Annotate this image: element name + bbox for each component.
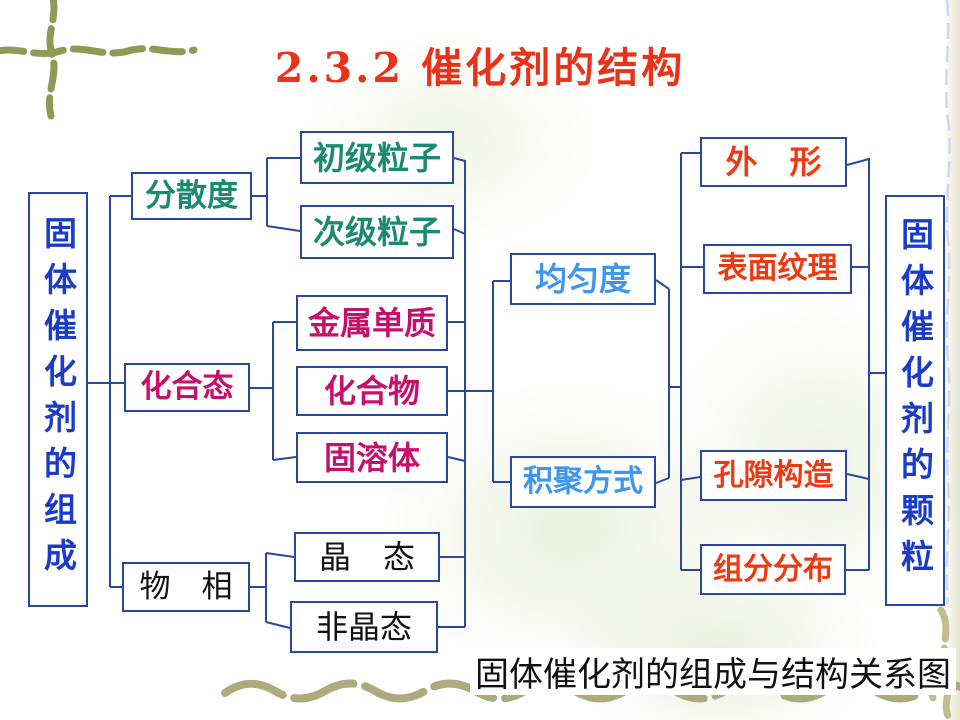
diagram-caption: 固体催化剂的组成与结构关系图 <box>470 648 956 695</box>
node-pore-structure: 孔隙构造 <box>700 450 847 501</box>
node-surface-texture: 表面纹理 <box>703 244 852 294</box>
node-crystalline: 晶 态 <box>294 532 440 582</box>
node-phase: 物 相 <box>122 562 250 612</box>
node-compound: 化合物 <box>296 366 448 416</box>
node-metal-element: 金属单质 <box>296 295 448 351</box>
right-edge-wave-line <box>945 0 951 605</box>
node-component-distribution: 组分分布 <box>700 544 846 595</box>
node-uniformity: 均匀度 <box>510 253 656 305</box>
bottom-wave-ornament <box>221 679 960 703</box>
node-chemical-state: 化合态 <box>124 363 250 412</box>
slide-title: 2.3.2 催化剂的结构 <box>274 44 686 92</box>
node-shape: 外 形 <box>700 137 847 187</box>
node-secondary-particle: 次级粒子 <box>300 205 454 259</box>
node-solid-solution: 固溶体 <box>296 432 448 483</box>
node-amorphous: 非晶态 <box>290 601 438 653</box>
node-dispersion: 分散度 <box>131 172 252 220</box>
node-right-root: 固体催化剂的颗粒 <box>885 195 945 606</box>
node-left-root: 固体催化剂的组成 <box>28 192 88 607</box>
node-primary-particle: 初级粒子 <box>300 131 454 184</box>
node-aggregation: 积聚方式 <box>510 456 656 508</box>
